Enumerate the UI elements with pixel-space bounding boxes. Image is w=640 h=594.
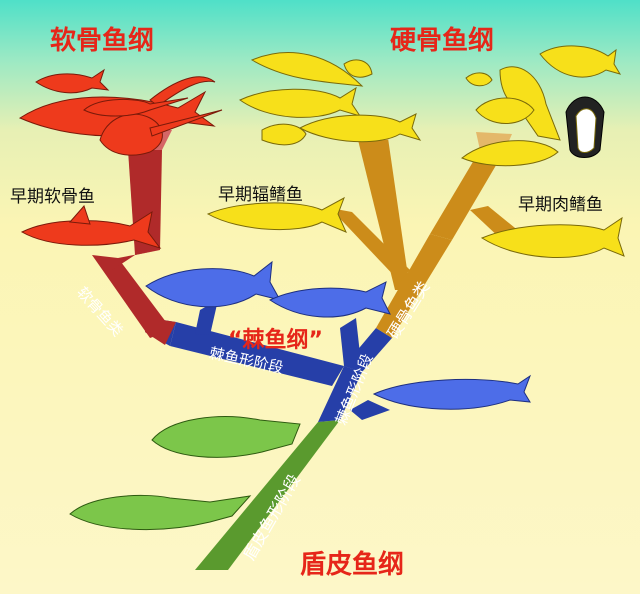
bony-fish-group: [239, 45, 622, 167]
title-osteichthyes: 硬骨鱼纲: [390, 26, 495, 56]
pike-icon: [239, 86, 362, 118]
eel-shark-icon: [149, 76, 216, 107]
placoderm-lower-icon: [69, 494, 252, 531]
acanthodian-mid-icon: [268, 281, 391, 318]
cartilaginous-branch-up: [92, 255, 172, 338]
placoderm-fish-group: [69, 416, 301, 531]
acanthodian-blue-stub-right: [340, 318, 362, 372]
penguin-belly-icon: [575, 108, 597, 153]
placoderm-trunk: [195, 420, 340, 570]
title-acanthodii: “棘鱼纲”: [228, 328, 323, 353]
early-cartilaginous-fish: [20, 205, 162, 249]
chimaera-icon: [83, 97, 189, 117]
bony-right-branch: [430, 150, 505, 240]
acanthodian-lower-icon: [372, 374, 532, 410]
sunfish-icon: [261, 123, 307, 146]
sturgeon-icon: [250, 52, 364, 87]
acanthodian-blue-stub-mid: [195, 300, 218, 335]
bird-icon: [465, 72, 493, 87]
early-bony-fish: [206, 196, 625, 258]
bony-left-branch: [358, 138, 410, 290]
seadragon-icon: [343, 59, 373, 78]
arowana-icon: [298, 113, 422, 143]
kangaroo-icon: [499, 66, 561, 141]
turtle-icon: [475, 97, 535, 124]
label-early-lobe-finned: 早期肉鳍鱼: [518, 195, 603, 215]
early-shark-icon: [20, 210, 162, 249]
acanthodian-fish-group: [145, 260, 532, 410]
title-placodermi: 盾皮鱼纲: [300, 550, 405, 580]
bony-ray-branch: [330, 208, 410, 282]
placoderm-upper-icon: [151, 416, 301, 458]
small-shark-icon: [35, 68, 110, 94]
early-ray-finned-fish-icon: [206, 196, 347, 233]
early-lobe-finned-fish-icon: [480, 216, 625, 258]
label-early-cartilaginous: 早期软骨鱼: [10, 187, 95, 207]
cartilaginous-join: [112, 250, 160, 270]
ray-tail-icon: [149, 109, 223, 137]
acanthodian-blue-stub-lower: [350, 400, 390, 420]
acanthodian-trunk: [318, 366, 362, 422]
title-chondrichthyes: 软骨鱼纲: [50, 26, 155, 56]
label-early-ray-finned: 早期辐鳍鱼: [218, 185, 303, 205]
acanthodian-large-icon: [145, 260, 281, 308]
bony-trunk: [376, 234, 452, 338]
acanthodian-left-branch: [170, 322, 344, 386]
coelacanth-icon: [539, 45, 622, 78]
early-shark-fin-icon: [68, 205, 91, 225]
cartilaginous-fish-group: [18, 68, 223, 156]
lungfish-icon: [461, 140, 559, 167]
